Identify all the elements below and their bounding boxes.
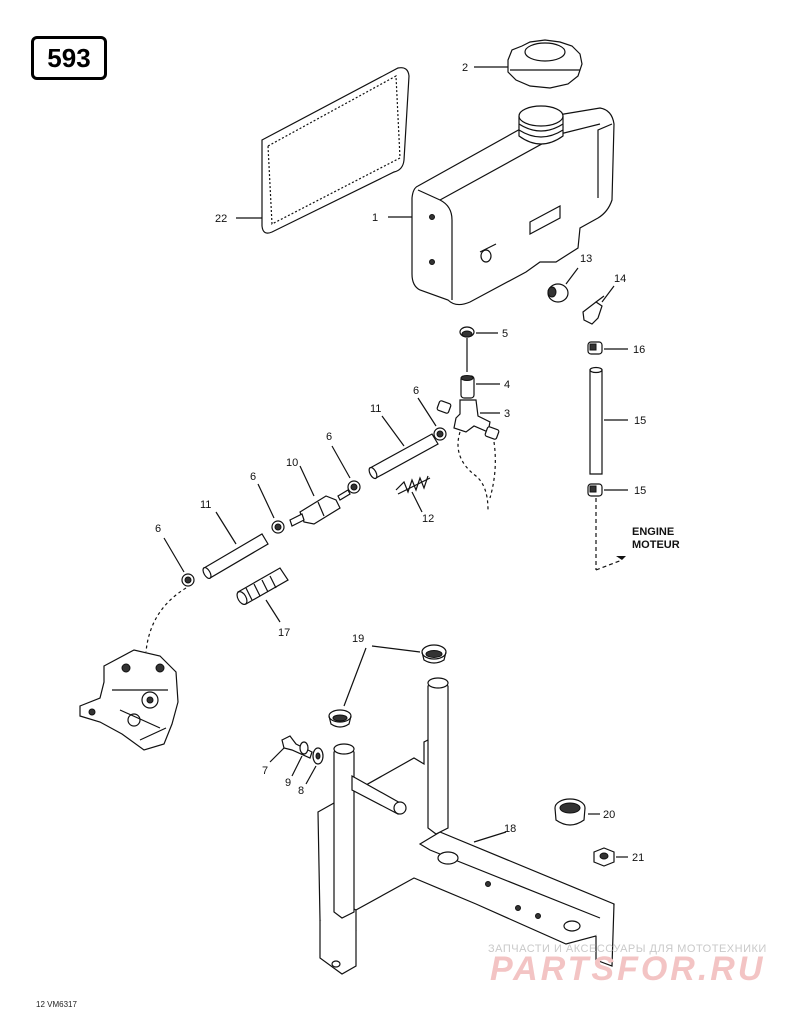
part-2-tank-cap <box>507 39 583 89</box>
callout-16: 16 <box>633 344 645 356</box>
callout-12: 12 <box>422 513 434 525</box>
part-11-hose-upper <box>368 433 439 480</box>
part-22-decal <box>261 67 410 234</box>
part-11-hose-lower <box>202 533 269 580</box>
callout-5: 5 <box>502 328 508 340</box>
part-4-filter <box>460 375 475 399</box>
part-21-nut <box>593 847 615 867</box>
part-15-clamp <box>587 483 603 497</box>
callout-11-lower: 11 <box>200 499 211 511</box>
callout-9: 9 <box>285 777 291 789</box>
part-10-fuel-filter <box>289 489 351 527</box>
part-19-grommet-top <box>421 644 447 664</box>
part-6-clamp-2 <box>347 480 361 494</box>
part-15-hose <box>589 366 603 475</box>
page-number-box: 593 <box>31 36 107 80</box>
part-13-grommet <box>547 283 569 303</box>
reference-code: 12 VM6317 <box>36 1000 77 1009</box>
part-9-lock-washer <box>299 741 309 755</box>
part-17-spring-sleeve <box>236 567 289 605</box>
part-14-elbow-fitting <box>582 295 605 325</box>
engine-label-fr: MOTEUR <box>632 539 680 551</box>
part-6-clamp-1 <box>433 427 447 441</box>
callout-13: 13 <box>580 253 592 265</box>
part-12-spring <box>395 475 431 495</box>
part-19-grommet-bottom <box>328 709 352 728</box>
callout-20: 20 <box>603 809 615 821</box>
part-6-clamp-3 <box>271 520 285 534</box>
callout-1: 1 <box>372 212 378 224</box>
callout-21: 21 <box>632 852 644 864</box>
callout-18: 18 <box>504 823 516 835</box>
callout-19: 19 <box>352 633 364 645</box>
part-3-tee-fitting <box>436 399 500 440</box>
part-18-support-bracket <box>317 677 615 975</box>
callout-10: 10 <box>286 457 298 469</box>
callout-6-top: 6 <box>413 385 419 397</box>
part-6-clamp-4 <box>181 573 195 587</box>
callout-15-hose: 15 <box>634 415 646 427</box>
callout-4: 4 <box>504 379 510 391</box>
callout-14: 14 <box>614 273 626 285</box>
callout-15-clamp: 15 <box>634 485 646 497</box>
callout-6-mid: 6 <box>326 431 332 443</box>
callout-8: 8 <box>298 785 304 797</box>
callout-2: 2 <box>462 62 468 74</box>
watermark-tagline: ЗАПЧАСТИ И АКСЕССУАРЫ ДЛЯ МОТОТЕХНИКИ <box>488 943 767 955</box>
part-20-grommet <box>554 798 586 826</box>
part-1-oil-tank <box>411 105 615 306</box>
part-16-clamp <box>587 341 603 355</box>
callout-6-low: 6 <box>250 471 256 483</box>
callout-17: 17 <box>278 627 290 639</box>
oil-pump <box>79 649 179 751</box>
callout-6-pump: 6 <box>155 523 161 535</box>
callout-7: 7 <box>262 765 268 777</box>
callout-11-upper: 11 <box>370 403 381 415</box>
watermark-logo: PARTSFOR.RU <box>490 950 766 988</box>
engine-label-en: ENGINE <box>632 526 674 538</box>
part-5-grommet <box>459 326 475 372</box>
part-8-flat-washer <box>312 747 324 765</box>
callout-22: 22 <box>215 213 227 225</box>
callout-3: 3 <box>504 408 510 420</box>
page-number: 593 <box>47 42 91 73</box>
